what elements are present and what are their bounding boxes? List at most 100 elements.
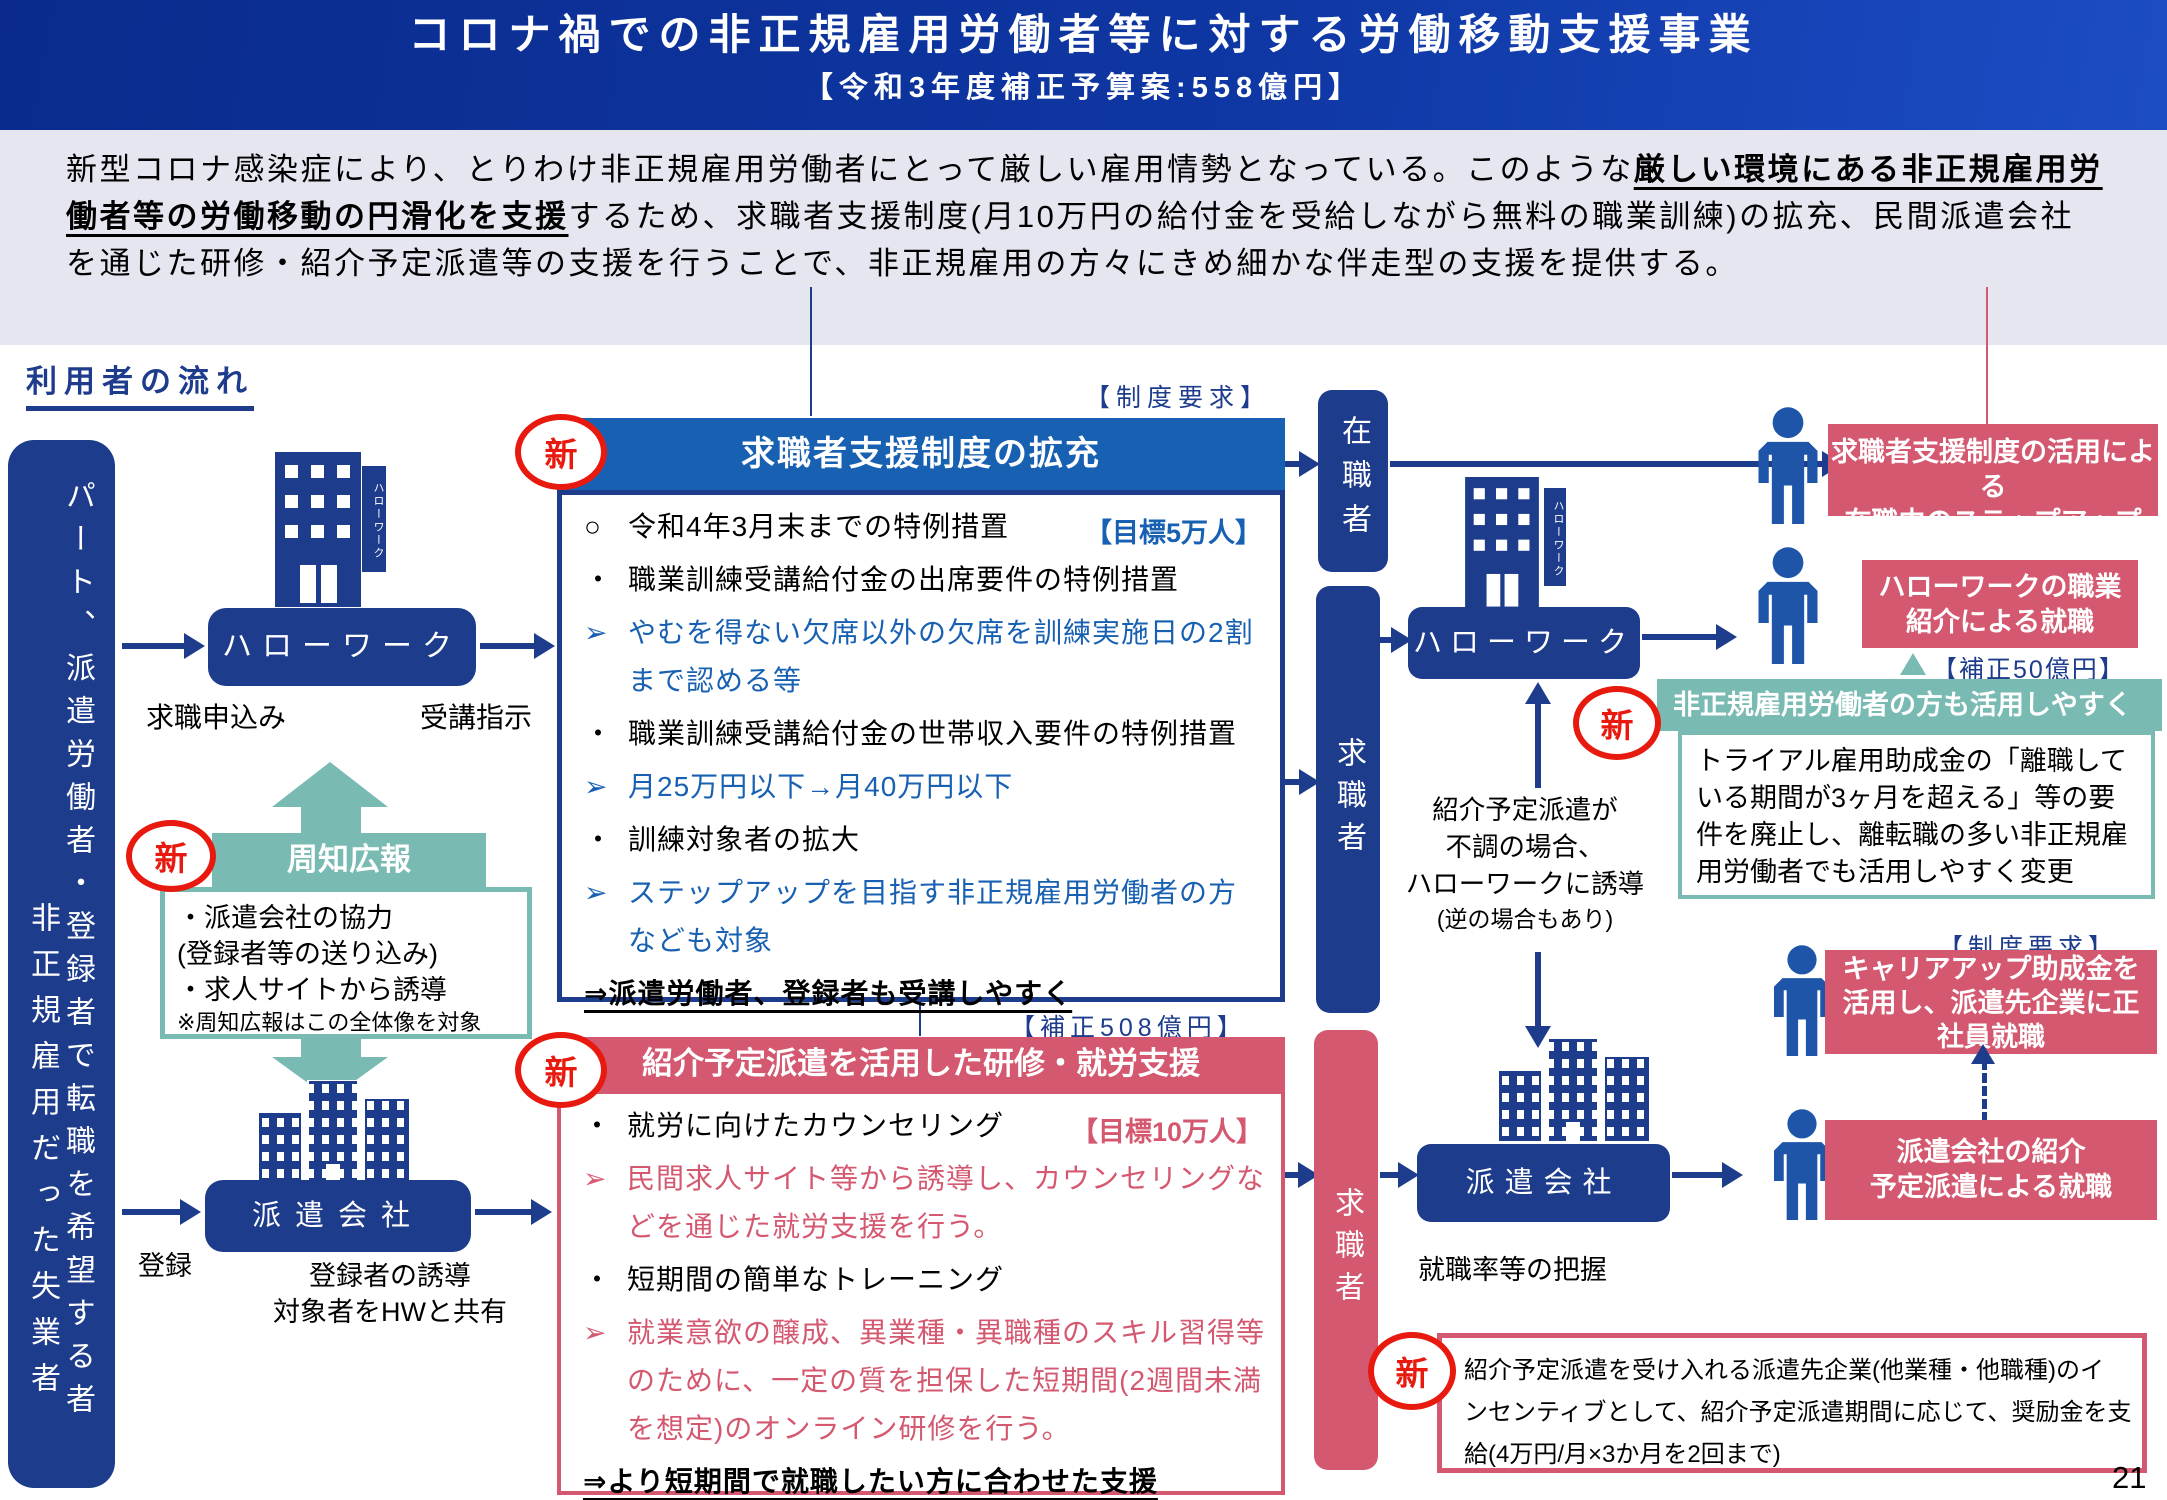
panel-item: ➢ 民間求人サイト等から誘導し、カウンセリングなどを通じた就労支援を行う。 xyxy=(581,1155,1265,1251)
panel-item: ➢ ステップアップを目指す非正規雇用労働者の方なども対象 xyxy=(582,869,1264,965)
panel-item: ・職業訓練受講給付金の世帯収入要件の特例措置 xyxy=(582,710,1264,758)
kyushokusha-navy-box: 求職者 xyxy=(1316,586,1380,1013)
outcome-box-stepup: 求職者支援制度の活用による 在職中のステップアップ xyxy=(1828,424,2158,537)
connector-line xyxy=(919,1002,921,1036)
pink-panel-body: 【目標10万人】 ・就労に向けたカウンセリング➢民間求人サイト等から誘導し、カウ… xyxy=(557,1090,1285,1497)
blue-panel-header: 求職者支援制度の拡充 xyxy=(557,418,1285,490)
arrow-to-kyushokusha-pink-head xyxy=(1298,1162,1319,1188)
panel-item-marker: ➢ xyxy=(583,1163,608,1194)
panel-item-marker: ・ xyxy=(584,824,614,855)
hellowork2-box: ハローワーク xyxy=(1408,607,1640,679)
arrow-to-agency1-head xyxy=(180,1199,201,1225)
panel-item-text: ステップアップを目指す非正規雇用労働者の方なども対象 xyxy=(628,877,1238,956)
intro-post: するため、求職者支援制度(月10万円の給付金を受給しながら無料の職業訓練)の拡充… xyxy=(66,199,2075,281)
referral-note-text: 紹介予定派遣が 不調の場合、 ハローワークに誘導 xyxy=(1405,795,1645,899)
up-arrow-shaft xyxy=(1535,702,1541,788)
intro-section: 新型コロナ感染症により、とりわけ非正規雇用労働者にとって厳しい雇用情勢となってい… xyxy=(0,130,2167,345)
panel-item-text: 短期間の簡単なトレーニング xyxy=(627,1264,1005,1295)
leader-line-navy xyxy=(810,287,812,416)
dashed-arrow-head xyxy=(1971,1044,1995,1064)
pink-panel-target: 【目標10万人】 xyxy=(1070,1117,1263,1147)
hellowork1-box: ハローワーク xyxy=(208,608,476,686)
panel-item-marker: ・ xyxy=(584,564,614,595)
title-banner: コロナ禍での非正規雇用労働者等に対する労働移動支援事業 【令和3年度補正予算案:… xyxy=(0,0,2167,130)
arrow-hellowork2-to-person xyxy=(1642,634,1718,640)
panel-item: ➢月25万円以下→月40万円以下 xyxy=(582,763,1264,811)
left-user-box: パート、派遣労働者・登録者で転職を希望する者 非正規雇用だった失業者 xyxy=(8,440,115,1488)
pink-panel-header: 紹介予定派遣を活用した研修・就労支援 xyxy=(557,1037,1285,1090)
panel-item-marker: ➢ xyxy=(584,617,609,648)
panel-item-text: 民間求人サイト等から誘導し、カウンセリングなどを通じた就労支援を行う。 xyxy=(627,1163,1266,1242)
arrow-to-hellowork1-head xyxy=(184,633,205,659)
new-badge-trial: 新 xyxy=(1573,686,1661,760)
arrow-to-zaishokusha xyxy=(1285,461,1301,467)
person-icon-1 xyxy=(1758,407,1818,524)
arrow-to-hellowork1 xyxy=(122,643,186,649)
publicity-body: ・派遣会社の協力 (登録者等の送り込み) ・求人サイトから誘導 ※周知広報はこの… xyxy=(160,887,532,1039)
up-arrow-head xyxy=(1525,682,1551,704)
new-badge-incentive: 新 xyxy=(1368,1332,1456,1410)
label-job-application: 求職申込み xyxy=(146,702,287,733)
arrow-agency2-to-person xyxy=(1672,1172,1724,1178)
arrow-hellowork2-to-person-head xyxy=(1716,624,1737,650)
panel-item-marker: ➢ xyxy=(584,877,609,908)
teal-small-up-arrow xyxy=(1900,653,1926,675)
agency2-buildings-icon xyxy=(1498,1038,1651,1142)
arrow-to-kyushokusha-navy-head xyxy=(1299,769,1320,795)
pink-panel-conclusion: ⇒より短期間で就職したい方に合わせた支援 xyxy=(583,1466,1158,1497)
arrow-to-kyushokusha-pink xyxy=(1285,1172,1301,1178)
agency1-note: 登録者の誘導 対象者をHWと共有 xyxy=(273,1261,507,1327)
blue-panel-body: 【目標5万人】 ○令和4年3月末までの特例措置・職業訓練受講給付金の出席要件の特… xyxy=(557,490,1285,1009)
arrow-to-agency2-head xyxy=(1398,1162,1419,1188)
teal-down-arrow-shaft xyxy=(301,1039,361,1059)
arrow-hellowork1-to-panel-head xyxy=(534,633,555,659)
outcome-box-careerup: キャリアアップ助成金を 活用し、派遣先企業に正 社員就職 xyxy=(1825,950,2157,1054)
agency1-box: 派遣会社 xyxy=(205,1180,471,1252)
down-arrow-head xyxy=(1525,1026,1551,1048)
blue-panel-target: 【目標5万人】 xyxy=(1084,518,1262,548)
panel-item: ・訓練対象者の拡大 xyxy=(582,816,1264,864)
blue-panel-conclusion: ⇒派遣労働者、登録者も受講しやすく xyxy=(584,978,1073,1009)
referral-note: 紹介予定派遣が 不調の場合、 ハローワークに誘導 (逆の場合もあり) xyxy=(1375,792,1675,935)
panel-item-text: 職業訓練受講給付金の出席要件の特例措置 xyxy=(628,564,1180,595)
panel-item: ○令和4年3月末までの特例措置 xyxy=(582,503,1264,551)
left-user-box-text-2: 非正規雇用だった失業者 xyxy=(26,902,59,1408)
zaishokusha-text: 在職者 xyxy=(1337,415,1370,547)
trial-body: トライアル雇用助成金の「離職して いる期間が3ヶ月を超える」等の要 件を廃止し、… xyxy=(1678,731,2155,899)
down-arrow-shaft xyxy=(1535,952,1541,1026)
incentive-note: 紹介予定派遣を受け入れる派遣先企業(他業種・他職種)のイ ンセンティブとして、紹… xyxy=(1437,1333,2147,1473)
teal-up-arrow-shaft xyxy=(301,805,361,833)
arrow-to-hellowork2 xyxy=(1380,637,1392,643)
zaishokusha-box: 在職者 xyxy=(1318,390,1388,572)
hellowork2-building-icon xyxy=(1465,477,1539,610)
outcome-box-hellowork: ハローワークの職業 紹介による就職 xyxy=(1862,560,2138,648)
intro-emphasis: 厳しい環境にある非正規雇用労働者等の労働移動の円滑化を支援 xyxy=(66,152,2103,234)
arrow-to-zaishokusha-head xyxy=(1299,451,1320,477)
kyushokusha-pink-box: 求職者 xyxy=(1314,1030,1378,1470)
intro-pre: 新型コロナ感染症により、とりわけ非正規雇用労働者にとって厳しい雇用情勢となってい… xyxy=(66,152,1634,187)
panel-item-text: 令和4年3月末までの特例措置 xyxy=(628,511,1010,542)
panel-item-marker: ・ xyxy=(583,1264,613,1295)
dashed-arrow-shaft xyxy=(1982,1060,1987,1122)
leader-line-pink xyxy=(1986,287,1988,424)
panel-item: ➢ やむを得ない欠席以外の欠席を訓練実施日の2割まで認める等 xyxy=(582,609,1264,705)
kyushokusha-pink-text: 求職者 xyxy=(1330,1187,1363,1313)
hellowork-building-icon xyxy=(275,452,361,607)
arrow-agency2-to-person-head xyxy=(1722,1162,1743,1188)
person-icon-2 xyxy=(1758,547,1818,664)
publicity-header: 周知広報 xyxy=(212,833,486,887)
teal-up-arrow-head xyxy=(272,762,388,807)
panel-item: ・短期間の簡単なトレーニング xyxy=(581,1256,1265,1304)
page-subtitle: 【令和3年度補正予算案:558億円】 xyxy=(803,72,1364,104)
arrow-zaishokusha-to-person xyxy=(1390,461,1826,467)
panel-item-marker: ・ xyxy=(584,718,614,749)
panel-item-marker: ➢ xyxy=(584,771,609,802)
left-user-box-text-1: パート、派遣労働者・登録者で転職を希望する者 xyxy=(61,480,94,1426)
intro-paragraph: 新型コロナ感染症により、とりわけ非正規雇用労働者にとって厳しい雇用情勢となってい… xyxy=(66,146,2106,287)
blue-panel-items: ○令和4年3月末までの特例措置・職業訓練受講給付金の出席要件の特例措置➢やむを得… xyxy=(582,503,1264,965)
panel-item-text: やむを得ない欠席以外の欠席を訓練実施日の2割まで認める等 xyxy=(628,617,1254,696)
hellowork2-sign: ハローワーク xyxy=(1544,488,1566,586)
page-title: コロナ禍での非正規雇用労働者等に対する労働移動支援事業 xyxy=(408,11,1759,58)
trial-title: 非正規雇用労働者の方も活用しやすく xyxy=(1657,679,2162,731)
